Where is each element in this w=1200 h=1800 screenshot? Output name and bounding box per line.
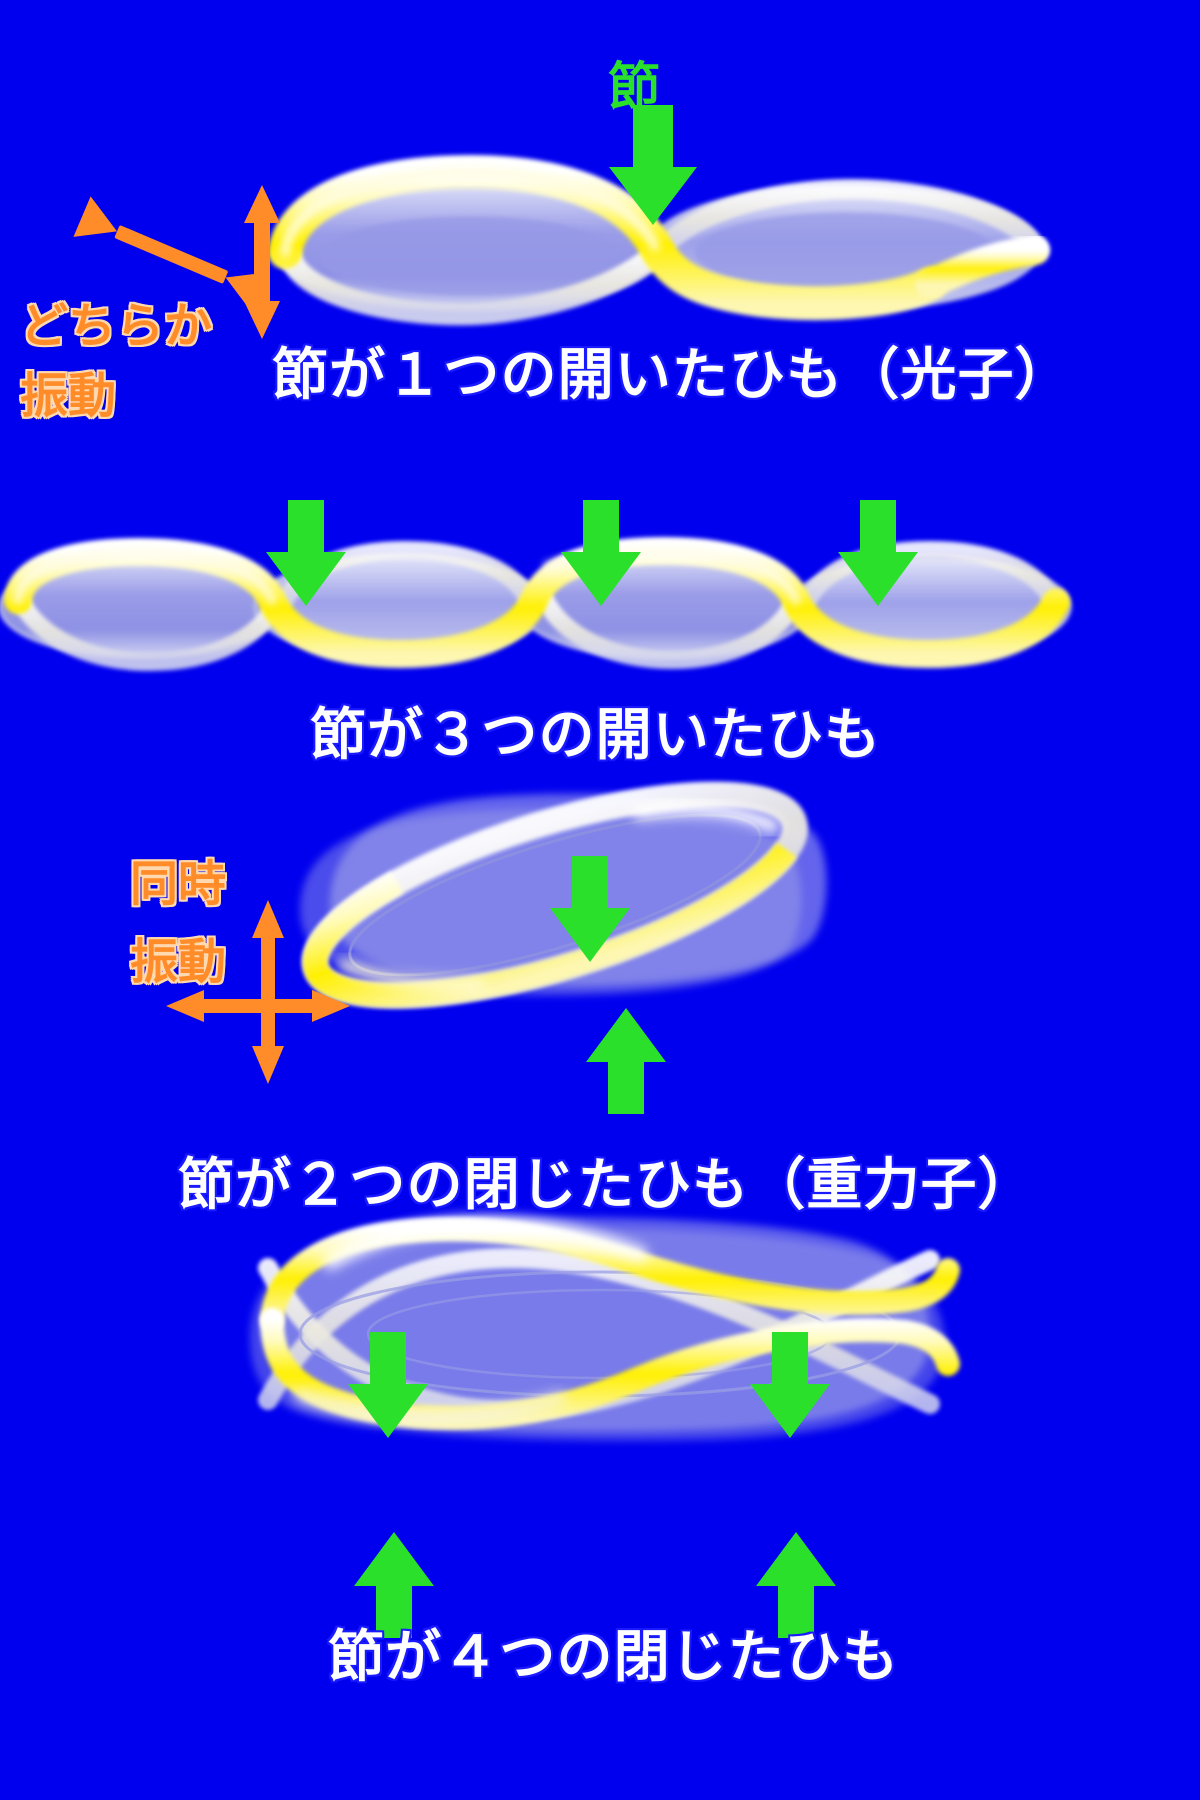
panel-3-caption: 節が２つの閉じたひも（重力子） <box>178 1153 1035 1218</box>
panel-1-string-art <box>268 154 1050 326</box>
panel-2-string-art <box>0 536 1072 672</box>
simultaneous-label-line1: 同時 <box>130 856 227 912</box>
panel-4-string-art <box>250 1215 960 1441</box>
either-direction-label-line1: どちらか <box>20 298 213 354</box>
node-arrow <box>266 500 346 606</box>
node-arrow <box>838 500 918 606</box>
panel-3-string-art <box>300 781 827 1009</box>
node-arrow <box>550 856 630 962</box>
node-label: 節 <box>608 58 661 118</box>
node-arrow <box>561 500 641 606</box>
node-arrow <box>586 1008 666 1114</box>
node-arrow <box>750 1332 830 1438</box>
either-direction-label-line2: 振動 <box>20 368 117 424</box>
node-arrow <box>609 105 697 225</box>
panel-4-caption: 節が４つの閉じたひも <box>328 1625 900 1690</box>
node-arrow <box>348 1332 428 1438</box>
vertical-double-arrow <box>252 900 284 1084</box>
vertical-double-arrow <box>244 185 280 339</box>
horizontal-double-arrow <box>166 990 350 1022</box>
panel-2-caption: 節が３つの開いたひも <box>310 703 882 768</box>
panel-1-caption: 節が１つの開いたひも（光子） <box>272 343 1072 408</box>
simultaneous-label-line2: 振動 <box>130 934 227 990</box>
